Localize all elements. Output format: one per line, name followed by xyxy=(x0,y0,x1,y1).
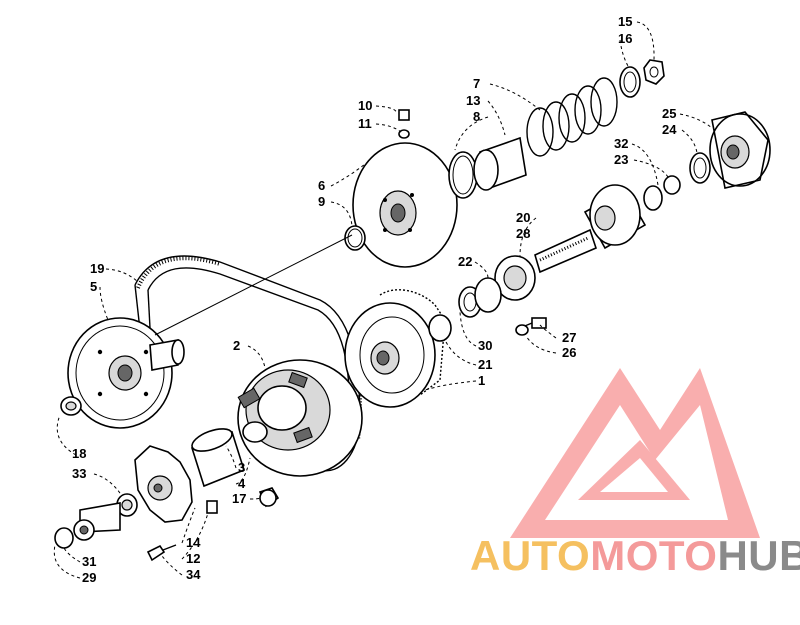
label-18: 18 xyxy=(72,446,86,461)
label-19: 19 xyxy=(90,261,104,276)
label-25: 25 xyxy=(662,106,676,121)
watermark-auto: AUTO xyxy=(470,532,591,579)
label-28: 28 xyxy=(516,226,530,241)
label-16: 16 xyxy=(618,31,632,46)
label-3: 3 xyxy=(238,460,245,475)
label-8: 8 xyxy=(473,109,480,124)
label-33: 33 xyxy=(72,466,86,481)
leader-lines xyxy=(53,21,713,579)
spider-sleeve xyxy=(191,428,245,488)
label-14: 14 xyxy=(186,535,201,550)
label-22: 22 xyxy=(458,254,472,269)
part-labels: 15 16 7 13 8 10 11 6 9 25 24 32 23 20 28… xyxy=(72,14,677,585)
bolt-and-nut xyxy=(515,317,547,336)
watermark-hub: HUB xyxy=(717,532,800,579)
label-27: 27 xyxy=(562,330,576,345)
spring-assembly xyxy=(448,59,665,199)
label-23: 23 xyxy=(614,152,628,167)
label-7: 7 xyxy=(473,76,480,91)
label-21: 21 xyxy=(478,357,492,372)
assembly-axis-line xyxy=(154,234,353,336)
label-5: 5 xyxy=(90,279,97,294)
label-1: 1 xyxy=(478,373,485,388)
label-6: 6 xyxy=(318,178,325,193)
label-30: 30 xyxy=(478,338,492,353)
automotohub-logo xyxy=(510,368,760,538)
automotohub-watermark: AUTOMOTOHUB xyxy=(470,532,800,580)
small-hardware-left xyxy=(54,396,280,562)
label-17: 17 xyxy=(232,491,246,506)
clutch-cover xyxy=(344,109,458,268)
drive-sheave-fixed xyxy=(67,317,185,429)
moveable-sheave xyxy=(237,359,363,477)
driven-sheave xyxy=(344,286,482,408)
label-29: 29 xyxy=(82,570,96,585)
spider-assembly xyxy=(134,445,218,523)
label-20: 20 xyxy=(516,210,530,225)
label-10: 10 xyxy=(358,98,372,113)
label-34: 34 xyxy=(186,567,201,582)
label-11: 11 xyxy=(358,116,372,131)
label-32: 32 xyxy=(614,136,628,151)
label-31: 31 xyxy=(82,554,96,569)
label-4: 4 xyxy=(238,476,246,491)
label-24: 24 xyxy=(662,122,677,137)
label-12: 12 xyxy=(186,551,200,566)
label-2: 2 xyxy=(233,338,240,353)
label-13: 13 xyxy=(466,93,480,108)
driven-shaft xyxy=(474,184,663,313)
label-26: 26 xyxy=(562,345,576,360)
outer-hub xyxy=(663,111,771,195)
label-15: 15 xyxy=(618,14,632,29)
label-9: 9 xyxy=(318,194,325,209)
watermark-moto: MOTO xyxy=(590,532,718,579)
